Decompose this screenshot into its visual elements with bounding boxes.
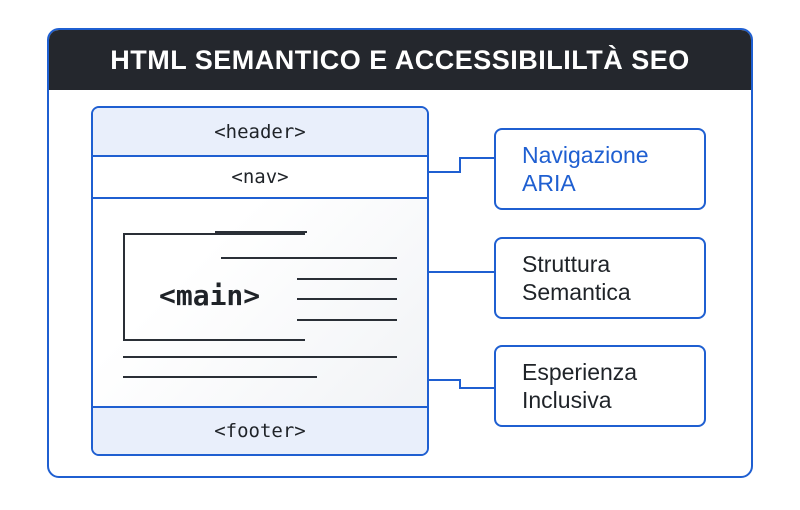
footer-tag-label: <footer> bbox=[214, 420, 306, 442]
feature-label-semantic: Struttura Semantica bbox=[522, 251, 631, 305]
main-tag-label: <main> bbox=[159, 279, 261, 312]
nav-tag-label: <nav> bbox=[231, 166, 289, 188]
title-bar: HTML SEMANTICO E ACCESSIBILILTÀ SEO bbox=[49, 30, 751, 90]
content-line-7 bbox=[123, 376, 317, 378]
header-tag-label: <header> bbox=[214, 120, 306, 143]
connector-footer bbox=[429, 379, 461, 381]
nav-section: <nav> bbox=[93, 157, 427, 199]
footer-section: <footer> bbox=[93, 406, 427, 454]
connector-footer-end bbox=[459, 387, 494, 389]
content-line-2 bbox=[221, 257, 397, 259]
connector-nav-end bbox=[459, 157, 494, 159]
content-line-1 bbox=[215, 231, 307, 233]
main-section: <main> bbox=[93, 199, 427, 410]
header-section: <header> bbox=[93, 108, 427, 157]
content-line-3 bbox=[297, 278, 397, 280]
content-line-6 bbox=[123, 356, 397, 358]
diagram-title: HTML SEMANTICO E ACCESSIBILILTÀ SEO bbox=[110, 44, 690, 75]
main-content-frame bbox=[123, 233, 305, 341]
feature-label-inclusive: Esperienza Inclusiva bbox=[522, 359, 638, 413]
connector-nav-curve bbox=[459, 157, 461, 173]
content-line-5 bbox=[297, 319, 397, 321]
page-layout-diagram: <header> <nav> <main> <footer> bbox=[91, 106, 429, 456]
connector-main bbox=[429, 271, 494, 273]
feature-box-inclusive: Esperienza Inclusiva bbox=[494, 345, 706, 427]
feature-label-aria: Navigazione ARIA bbox=[522, 142, 649, 196]
feature-box-aria: Navigazione ARIA bbox=[494, 128, 706, 210]
connector-footer-curve bbox=[459, 379, 461, 389]
content-line-4 bbox=[297, 298, 397, 300]
connector-nav bbox=[429, 171, 461, 173]
feature-box-semantic: Struttura Semantica bbox=[494, 237, 706, 319]
